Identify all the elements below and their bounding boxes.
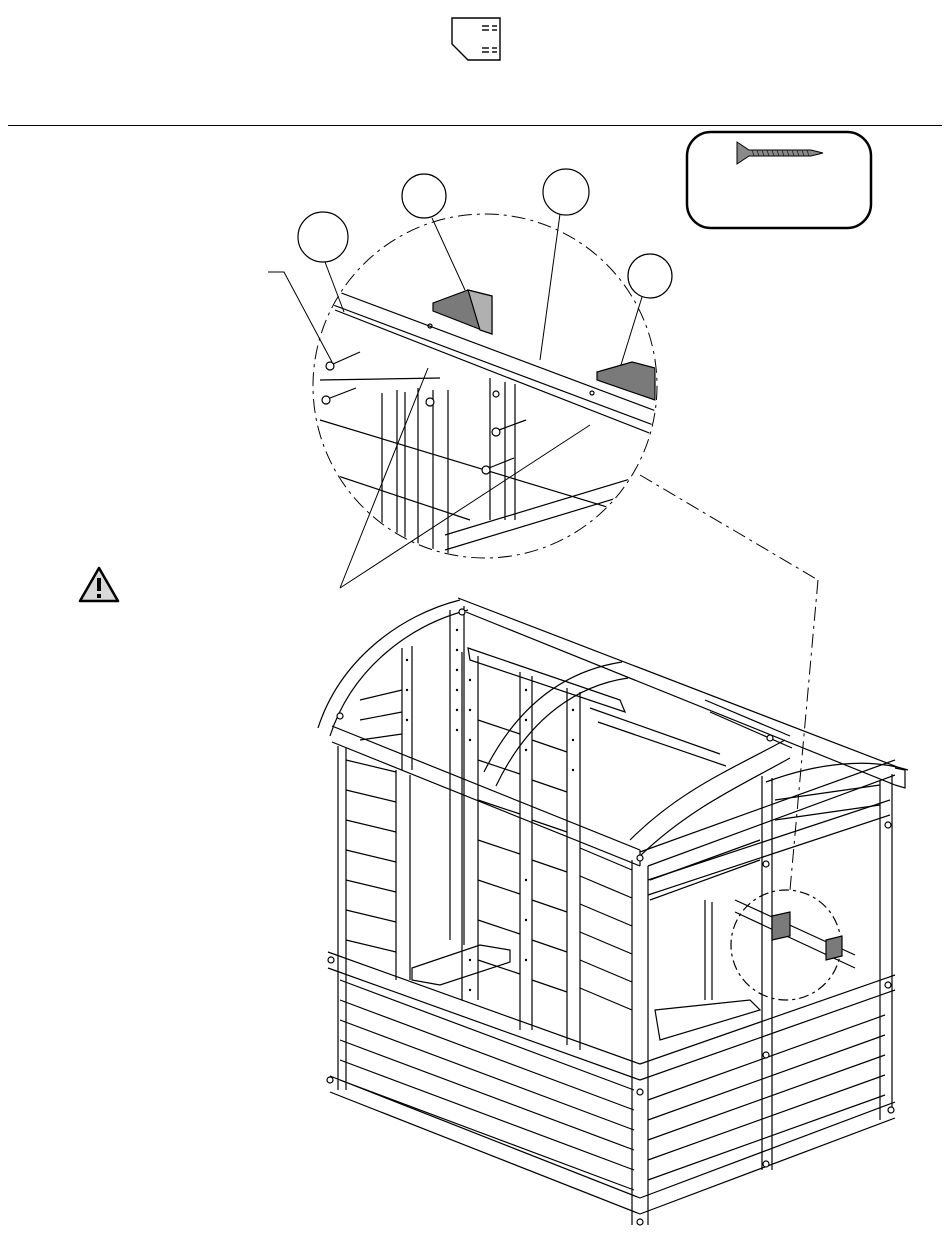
callout-circle-3	[543, 169, 589, 215]
detail-magnifier	[313, 214, 818, 890]
hardware-box	[687, 132, 871, 228]
callout-circle-2	[402, 174, 446, 218]
wood-screw-icon	[737, 142, 823, 164]
playhouse-frame	[318, 598, 908, 1225]
callout-circle-1	[298, 212, 348, 262]
callout-circle-4	[628, 254, 672, 298]
panel-orientation-icon	[452, 18, 500, 60]
warning-triangle-icon	[80, 568, 118, 601]
